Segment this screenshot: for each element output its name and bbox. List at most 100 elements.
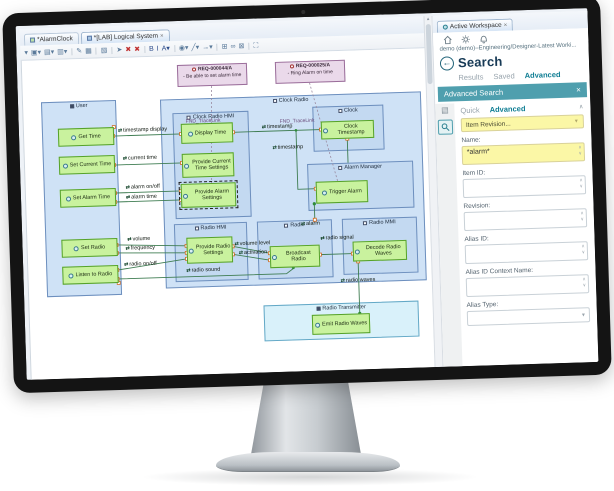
function-icon — [315, 322, 321, 328]
field-input-alias-id-context-name-[interactable]: ∧∨ — [465, 274, 590, 298]
stepper-icons[interactable]: ∧∨ — [581, 243, 586, 255]
exchange-icon: ⇄ — [125, 245, 130, 252]
activity-set-alarm-time[interactable]: Set Alarm Time — [59, 188, 117, 208]
activity-listen-to-radio[interactable]: Listen to Radio — [62, 264, 119, 285]
exchange-label: ⇄frequency — [125, 244, 156, 252]
function-icon — [73, 245, 80, 251]
delete-icon[interactable]: ✖ — [125, 45, 132, 54]
exchange-icon: ⇄ — [238, 250, 244, 257]
fit-view-icon[interactable]: ⛶ — [248, 41, 259, 50]
screen: *AlarmClock *[LAB] Logical System × ▾▣▾▤… — [15, 8, 599, 380]
arrow-icon[interactable]: ➤ — [111, 46, 123, 54]
activity-emit-radio-waves[interactable]: Emit Radio Waves — [311, 313, 371, 335]
bell-icon[interactable] — [479, 34, 488, 44]
diagram-icon — [29, 37, 36, 43]
scroll-up-icon[interactable]: ▴ — [426, 16, 430, 23]
requirement-req-000025-a[interactable]: REQ-000025/A- Ring Alarm on time — [274, 59, 346, 84]
palette-dropdown-icon[interactable]: ▤▾ — [43, 48, 55, 56]
activity-get-time[interactable]: Get Time — [57, 127, 115, 147]
activity-trigger-alarm[interactable]: Trigger Alarm — [315, 180, 369, 204]
function-icon — [65, 195, 71, 202]
arrow-style-icon[interactable]: →▾ — [202, 43, 213, 51]
search-tool-button[interactable] — [437, 119, 454, 135]
gear-icon[interactable] — [461, 35, 470, 44]
layers-dropdown-icon[interactable]: ▣▾ — [30, 48, 42, 57]
monitor-stand-neck — [250, 372, 362, 460]
edit-icon[interactable]: ✎ — [71, 47, 83, 55]
fill-color-icon[interactable]: ◉▾ — [173, 44, 189, 52]
exchange-icon: ⇄ — [125, 194, 131, 201]
back-icon[interactable]: ← — [439, 55, 455, 71]
grid-icon[interactable]: ⊞ — [216, 42, 228, 51]
banner-label: Advanced Search — [443, 87, 504, 99]
activity-display-time[interactable]: Display Time — [180, 122, 234, 144]
activity-set-radio[interactable]: Set Radio — [61, 237, 118, 258]
font-color-icon[interactable]: A▾ — [161, 44, 170, 52]
activity-provide-current-time-settings[interactable]: Provide Current Time Settings — [181, 152, 235, 178]
field-input-name-[interactable]: *alarm*∧∨ — [461, 142, 586, 166]
diagram-connectors — [111, 82, 362, 316]
activity-decode-radio-waves[interactable]: Decode Radio Waves — [352, 239, 408, 262]
field-input-revision-[interactable]: ∧∨ — [463, 208, 588, 232]
exchange-label: ⇄volume level — [234, 240, 271, 248]
exchange-label: ⇄volume — [127, 235, 151, 243]
field-input-alias-id-[interactable]: ∧∨ — [464, 241, 589, 265]
italic-icon[interactable]: I — [156, 45, 159, 53]
aw-icon-row — [433, 28, 589, 46]
stepper-icons[interactable]: ∧∨ — [582, 276, 587, 288]
link-icon[interactable]: ∞ — [230, 42, 236, 50]
report-icon[interactable]: ▤ — [441, 105, 449, 115]
select-tool-icon[interactable]: ▾ — [24, 49, 29, 57]
select-value: Item Revision... — [465, 120, 511, 129]
delete-all-icon[interactable]: ✖ — [134, 45, 141, 53]
search-tab-advanced[interactable]: Advanced — [524, 69, 561, 81]
globe-icon — [442, 24, 448, 30]
close-icon[interactable]: × — [576, 85, 582, 95]
activity-set-current-time[interactable]: Set Current Time — [58, 155, 116, 175]
activity-clock-timestamp[interactable]: Clock Timestamp — [320, 119, 375, 140]
field-input-item-id-[interactable]: ∧∨ — [462, 175, 587, 199]
exchange-icon: ⇄ — [261, 124, 267, 131]
activity-provide-radio-settings[interactable]: Provide Radio Settings — [186, 236, 234, 264]
exchange-label: ⇄radio on/off — [124, 260, 157, 269]
exchange-label: ⇄radio sound — [186, 266, 221, 275]
stepper-icons[interactable]: ∧∨ — [580, 210, 585, 222]
flag-dropdown-icon[interactable]: ▥▾ — [57, 47, 68, 56]
activity-provide-alarm-settings[interactable]: Provide Alarm Settings — [178, 180, 239, 211]
monitor-stand-base — [216, 452, 400, 472]
search-tab-results[interactable]: Results — [458, 72, 484, 83]
subtab-advanced[interactable]: Advanced — [489, 104, 526, 115]
exchange-icon: ⇄ — [340, 278, 346, 285]
tab-label: *AlarmClock — [36, 35, 73, 44]
editor-area: *AlarmClock *[LAB] Logical System × ▾▣▾▤… — [19, 16, 435, 380]
collapse-icon[interactable]: ∧ — [578, 104, 584, 111]
close-icon[interactable]: × — [159, 32, 164, 40]
monitor-shadow — [140, 468, 480, 486]
close-icon[interactable]: × — [503, 22, 508, 29]
bold-icon[interactable]: B — [143, 45, 154, 53]
function-icon — [321, 189, 328, 196]
requirement-req-000044-a[interactable]: REQ-000044/A- Be able to set alarm time — [176, 62, 248, 88]
exchange-label: ⇄timestamp — [261, 123, 293, 131]
image-icon[interactable]: ▧ — [95, 46, 108, 55]
function-icon — [187, 131, 193, 137]
tab-label: *[LAB] Logical System — [93, 32, 159, 42]
search-tab-saved[interactable]: Saved — [493, 71, 515, 82]
frame-icon[interactable]: ⊠ — [238, 42, 245, 50]
webcam-dot — [301, 9, 306, 15]
scrollbar-thumb[interactable] — [425, 24, 433, 85]
stepper-icons[interactable]: ∧∨ — [579, 177, 583, 189]
edit-table-icon[interactable]: ▦ — [85, 47, 92, 55]
activity-broadcast-radio[interactable]: Broadcast Radio — [269, 244, 321, 269]
exchange-label: ⇄radio signal — [320, 234, 354, 242]
stepper-icons[interactable]: ∧∨ — [578, 144, 582, 156]
field-select-alias-type-[interactable]: ▼ — [466, 307, 591, 327]
line-style-icon[interactable]: ╱▾ — [191, 43, 200, 52]
home-icon[interactable] — [443, 35, 452, 45]
search-type-select[interactable]: Item Revision... ▼ — [460, 114, 585, 133]
page-title: Search — [457, 53, 503, 71]
subtab-quick[interactable]: Quick — [460, 105, 480, 116]
exchange-icon: ⇄ — [272, 145, 277, 152]
aw-main: ▤ Quick Advanced — [435, 99, 598, 367]
